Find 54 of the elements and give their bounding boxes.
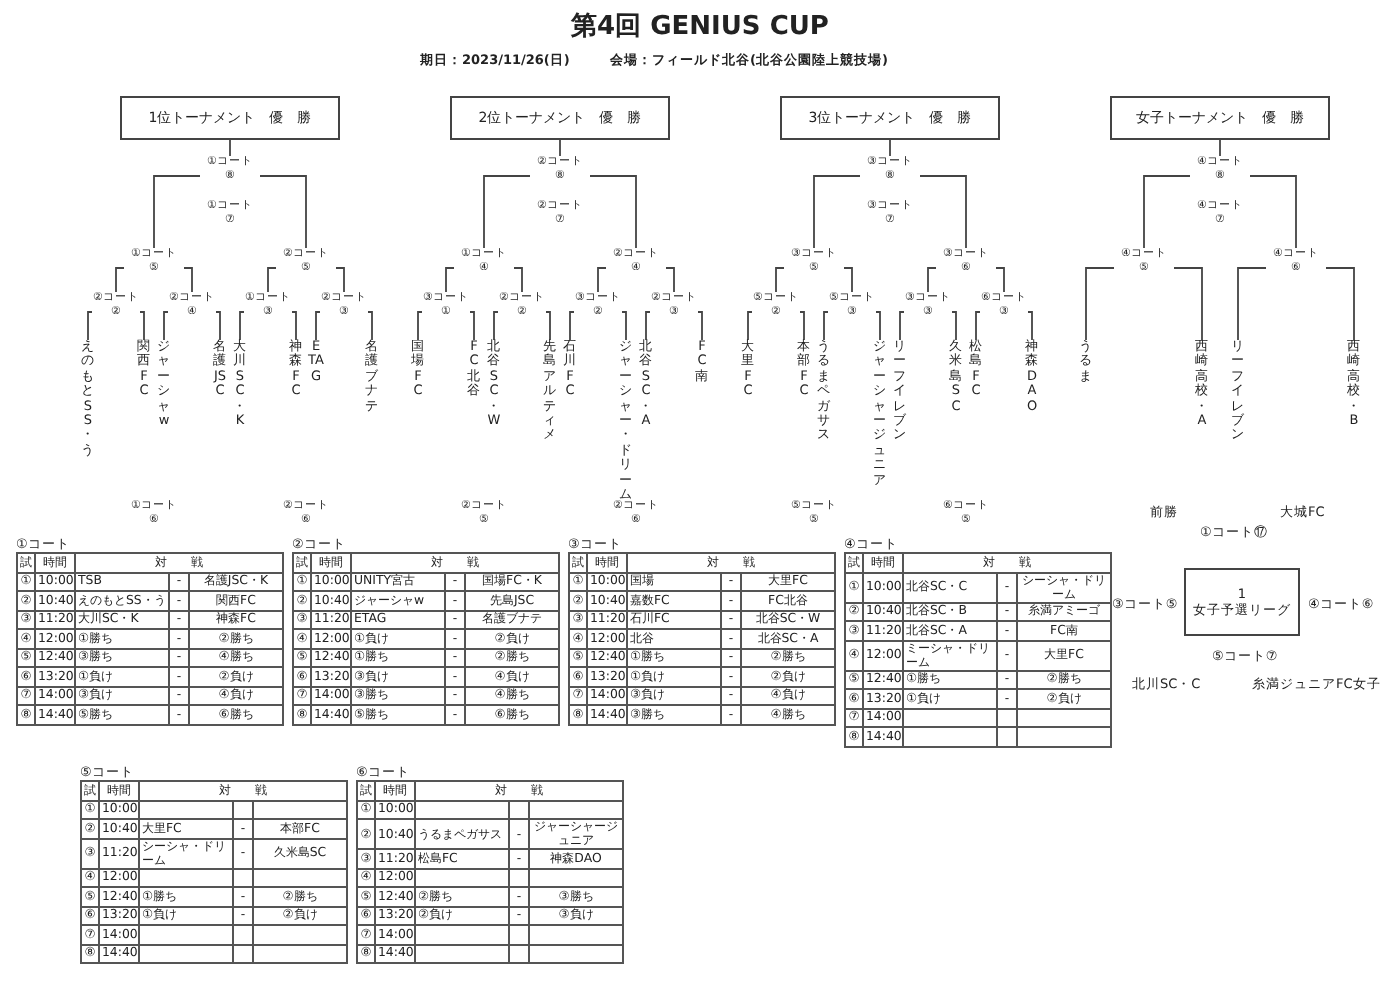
bracket-line <box>367 311 373 341</box>
bracket-line <box>747 311 753 341</box>
bracket-line <box>87 311 93 341</box>
bracket-line <box>875 311 881 341</box>
bracket-line <box>951 311 957 341</box>
title: 第4回 GENIUS CUP <box>569 10 831 44</box>
bracket-line <box>315 311 321 341</box>
bracket-line <box>267 267 277 293</box>
bracket-line <box>291 311 297 341</box>
bracket-line <box>417 311 423 341</box>
bracket-line <box>163 311 169 341</box>
bracket-line <box>1325 267 1355 341</box>
bracket-line <box>115 267 125 293</box>
league-box <box>1184 568 1300 636</box>
bracket-line <box>589 175 637 249</box>
bracket-line <box>1085 267 1115 341</box>
bracket-line <box>1143 175 1191 249</box>
bracket-line <box>645 311 651 341</box>
bracket-line <box>569 311 575 341</box>
bracket-line <box>597 267 607 293</box>
bracket-line <box>665 267 675 293</box>
bracket-line <box>1219 139 1221 157</box>
bracket-line <box>1027 311 1033 341</box>
bracket-line <box>775 267 785 293</box>
bracket-line <box>483 175 531 249</box>
bracket-line <box>513 267 523 293</box>
bracket-line <box>545 311 551 341</box>
bracket-line <box>493 311 499 341</box>
bracket-line <box>899 311 905 341</box>
bracket-line <box>823 311 829 341</box>
bracket-line <box>335 267 345 293</box>
bracket-line <box>843 267 853 293</box>
bracket-line <box>1237 267 1267 341</box>
bracket-line <box>813 175 861 249</box>
bracket-line <box>183 267 193 293</box>
bracket-line <box>445 267 455 293</box>
bracket-line <box>919 175 967 249</box>
bracket-line <box>215 311 221 341</box>
bracket-line <box>697 311 703 341</box>
bracket-line <box>239 311 245 341</box>
bracket-line <box>559 139 561 157</box>
bracket-line <box>153 175 201 249</box>
bracket-line <box>259 175 307 249</box>
bracket-line <box>927 267 937 293</box>
bracket-line <box>889 139 891 157</box>
bracket-line <box>1249 175 1297 249</box>
bracket-line <box>1173 267 1203 341</box>
bracket-line <box>229 139 231 157</box>
bracket-line <box>139 311 145 341</box>
bracket-line <box>469 311 475 341</box>
bracket-line <box>621 311 627 341</box>
bracket-line <box>975 311 981 341</box>
bracket-line <box>995 267 1005 293</box>
bracket-line <box>799 311 805 341</box>
